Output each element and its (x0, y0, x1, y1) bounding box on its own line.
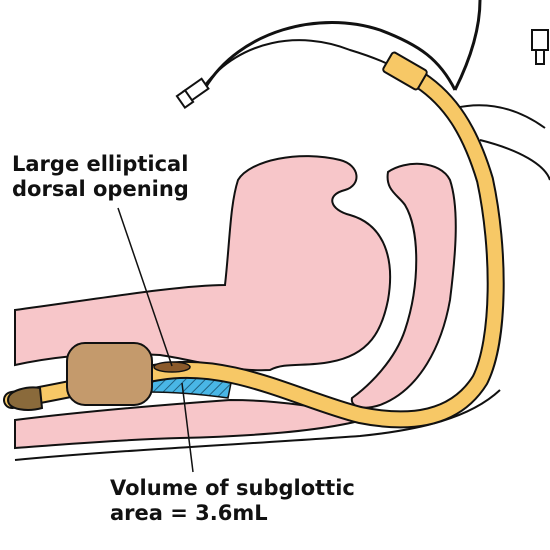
dorsal-opening-label-line2: dorsal opening (12, 177, 189, 201)
chin-outline (454, 104, 546, 129)
tube-connector (382, 51, 428, 91)
leader-line-subglottic (181, 382, 194, 473)
tube-tip (6, 386, 44, 411)
leader-line-dorsal (117, 207, 173, 367)
suction-line (453, 0, 482, 91)
pilot-balloon-icon (175, 77, 210, 109)
subglottic-volume-label: Volume of subglottic area = 3.6mL (110, 476, 355, 526)
dorsal-opening-label: Large elliptical dorsal opening (12, 152, 189, 202)
subglottic-volume-label-line2: area = 3.6mL (110, 501, 268, 525)
suction-port-icon (531, 29, 549, 65)
trachea-outline (14, 389, 501, 461)
subglottic-volume-label-line1: Volume of subglottic (110, 476, 355, 500)
tube-cuff (66, 342, 153, 406)
neck-outline (479, 139, 550, 181)
dorsal-opening (153, 361, 191, 373)
dorsal-opening-label-line1: Large elliptical (12, 152, 189, 176)
pilot-line (203, 20, 457, 91)
